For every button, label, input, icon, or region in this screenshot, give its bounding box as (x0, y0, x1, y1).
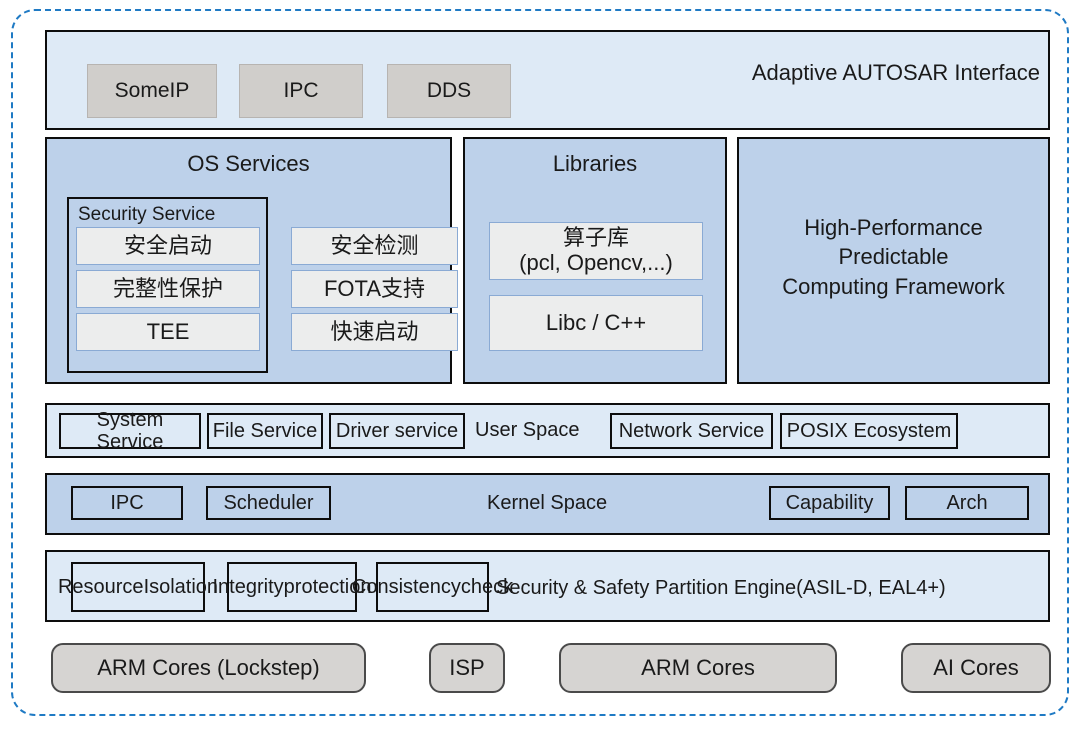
chip-resource-isolation[interactable]: Resource Isolation (58, 562, 218, 612)
chip-tee[interactable]: TEE (76, 313, 260, 351)
user-space-label: User Space (475, 419, 580, 441)
chip-secure-boot[interactable]: 安全启动 (76, 227, 260, 265)
os-services-title: OS Services (187, 151, 310, 176)
hpc-line1: High-Performance (804, 215, 983, 240)
consistency-check-line2: check (460, 576, 514, 598)
security-service-title: Security Service (78, 204, 216, 225)
libraries-title: Libraries (552, 151, 638, 176)
chip-driver-service[interactable]: Driver service (329, 413, 465, 449)
chip-arch[interactable]: Arch (905, 486, 1029, 520)
operator-library-line2: (pcl, Opencv,...) (519, 250, 673, 275)
chip-integrity-protection-safety[interactable]: Integrity protection (213, 562, 372, 612)
adaptive-autosar-label: Adaptive AUTOSAR Interface (751, 60, 1040, 85)
core-arm-cores-lockstep[interactable]: ARM Cores (Lockstep) (51, 643, 366, 693)
resource-isolation-line1: Resource (57, 576, 144, 598)
security-safety-label: Security & Safety Partition Engine(ASIL-… (496, 577, 946, 599)
chip-consistency-check[interactable]: Consistency check (352, 562, 513, 612)
core-ai-cores[interactable]: AI Cores (901, 643, 1051, 693)
integrity-protection-line2: protection (283, 576, 372, 598)
chip-scheduler[interactable]: Scheduler (206, 486, 331, 520)
chip-operator-library[interactable]: 算子库 (pcl, Opencv,...) (489, 222, 703, 280)
libraries-layer: Libraries 算子库 (pcl, Opencv,...) Libc / C… (463, 137, 727, 384)
chip-system-service[interactable]: System Service (59, 409, 201, 453)
resource-isolation-line2: Isolation (143, 576, 219, 598)
chip-fast-boot[interactable]: 快速启动 (291, 313, 458, 351)
kernel-space-layer: IPC Scheduler Kernel Space Capability Ar… (45, 473, 1050, 535)
consistency-check-line1: Consistency (351, 576, 461, 598)
security-safety-layer: Resource Isolation Integrity protection … (45, 550, 1050, 622)
chip-someip[interactable]: SomeIP (87, 64, 217, 118)
architecture-diagram-container: SomeIP IPC DDS Adaptive AUTOSAR Interfac… (11, 9, 1069, 716)
core-arm-cores[interactable]: ARM Cores (559, 643, 837, 693)
chip-capability[interactable]: Capability (769, 486, 890, 520)
chip-posix-ecosystem[interactable]: POSIX Ecosystem (780, 413, 958, 449)
chip-ipc[interactable]: IPC (239, 64, 363, 118)
operator-library-line1: 算子库 (562, 225, 629, 251)
chip-file-service[interactable]: File Service (207, 413, 323, 449)
adaptive-autosar-layer: SomeIP IPC DDS Adaptive AUTOSAR Interfac… (45, 30, 1050, 130)
kernel-space-label: Kernel Space (487, 492, 608, 514)
core-isp[interactable]: ISP (429, 643, 505, 693)
hpc-framework-text: High-Performance Predictable Computing F… (739, 213, 1048, 301)
security-service-group: Security Service (67, 197, 268, 373)
chip-kernel-ipc[interactable]: IPC (71, 486, 183, 520)
user-space-layer: System Service File Service Driver servi… (45, 403, 1050, 458)
hpc-line2: Predictable (838, 244, 949, 270)
chip-network-service[interactable]: Network Service (610, 413, 773, 449)
hpc-framework-layer: High-Performance Predictable Computing F… (737, 137, 1050, 384)
os-services-layer: OS Services Security Service 安全启动 完整性保护 … (45, 137, 458, 384)
hpc-line3: Computing Framework (782, 273, 1005, 299)
chip-security-detection[interactable]: 安全检测 (291, 227, 458, 265)
chip-fota-support[interactable]: FOTA支持 (291, 270, 458, 308)
chip-integrity-protection[interactable]: 完整性保护 (76, 270, 260, 308)
integrity-protection-line1: Integrity (212, 576, 284, 598)
chip-libc-cpp[interactable]: Libc / C++ (489, 295, 703, 351)
chip-dds[interactable]: DDS (387, 64, 511, 118)
